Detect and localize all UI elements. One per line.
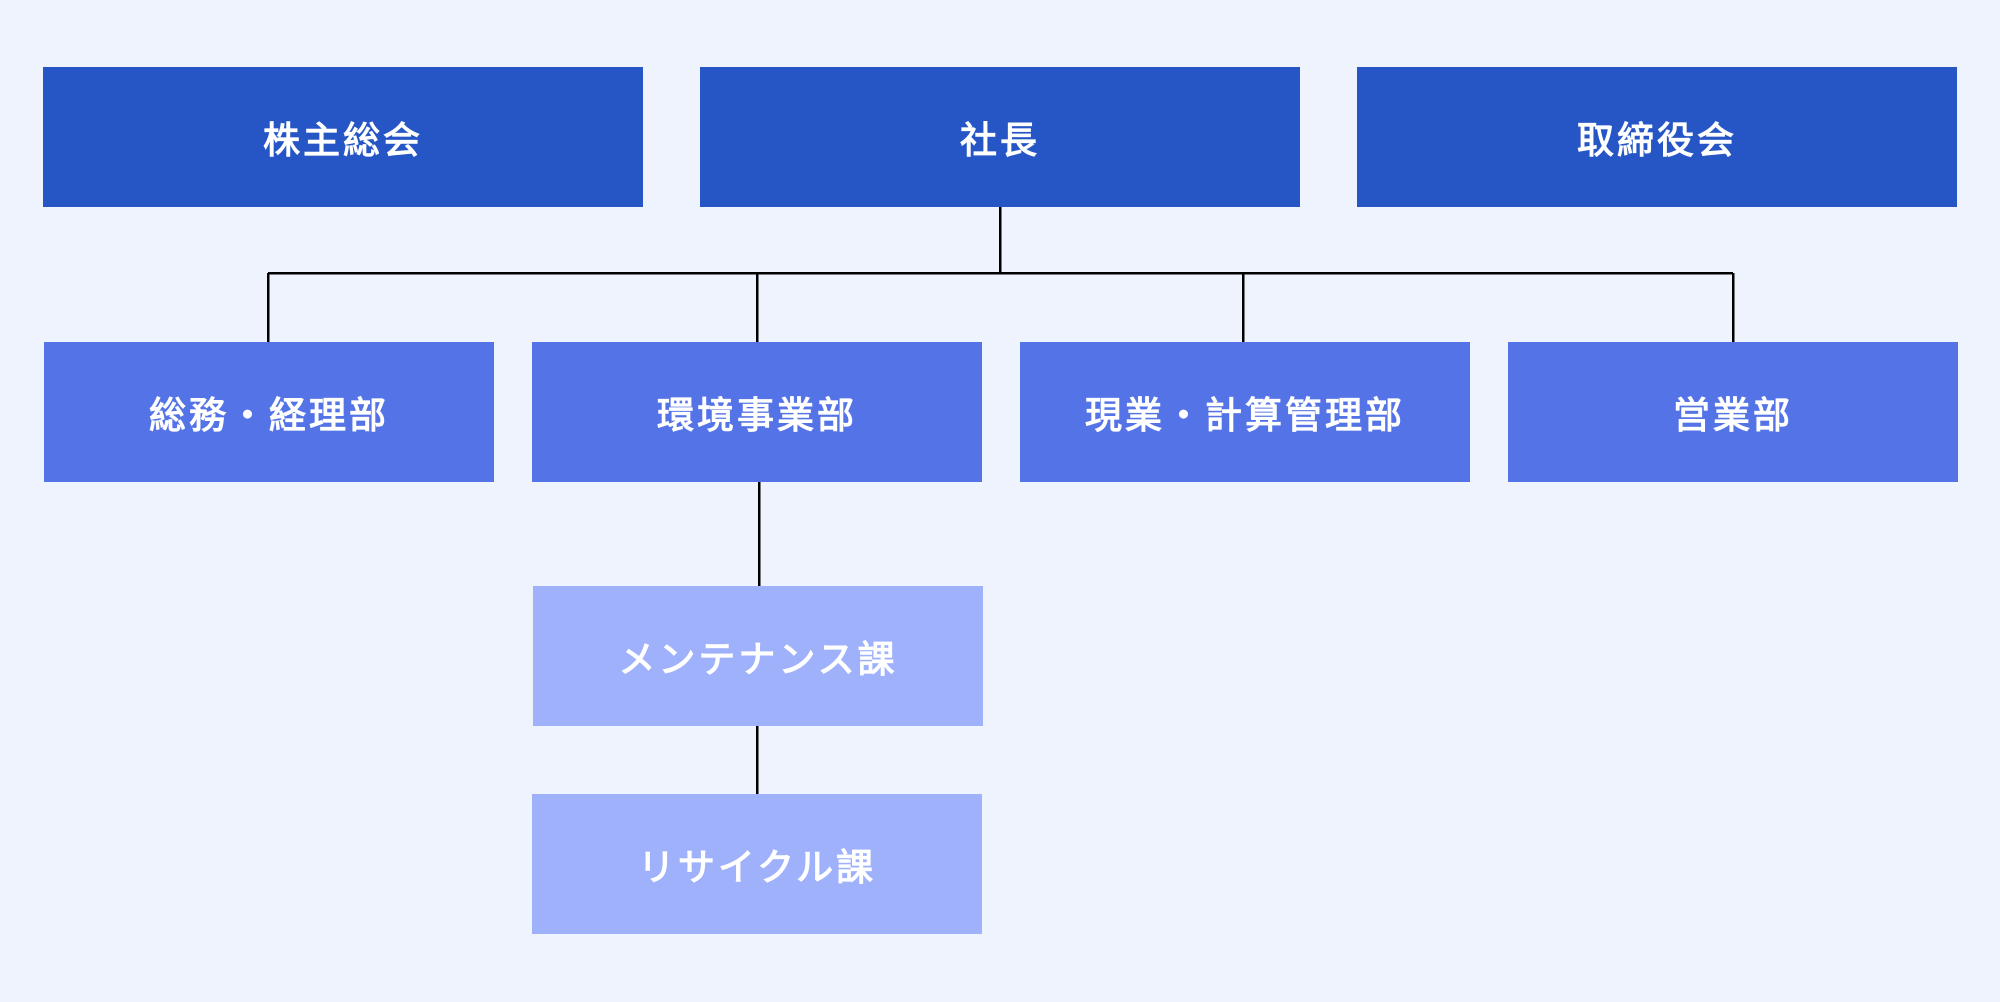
maintenance-section-box: メンテナンス課 [533,586,983,726]
maintenance-section-label: メンテナンス課 [618,638,898,681]
president-box: 社長 [700,67,1300,207]
field-cost-management-box: 現業・計算管理部 [1020,342,1470,482]
shareholders-meeting-label: 株主総会 [263,119,423,162]
board-of-directors-box: 取締役会 [1357,67,1957,207]
environmental-business-box: 環境事業部 [532,342,982,482]
field-cost-management-label: 現業・計算管理部 [1085,394,1405,437]
shareholders-meeting-box: 株主総会 [43,67,643,207]
board-of-directors-label: 取締役会 [1577,119,1737,162]
general-affairs-accounting-box: 総務・経理部 [44,342,494,482]
recycle-section-box: リサイクル課 [532,794,982,934]
recycle-section-label: リサイクル課 [637,846,877,889]
president-label: 社長 [960,119,1040,162]
sales-department-box: 営業部 [1508,342,1958,482]
general-affairs-accounting-label: 総務・経理部 [149,394,389,437]
environmental-business-label: 環境事業部 [657,394,857,437]
sales-department-label: 営業部 [1673,394,1793,437]
